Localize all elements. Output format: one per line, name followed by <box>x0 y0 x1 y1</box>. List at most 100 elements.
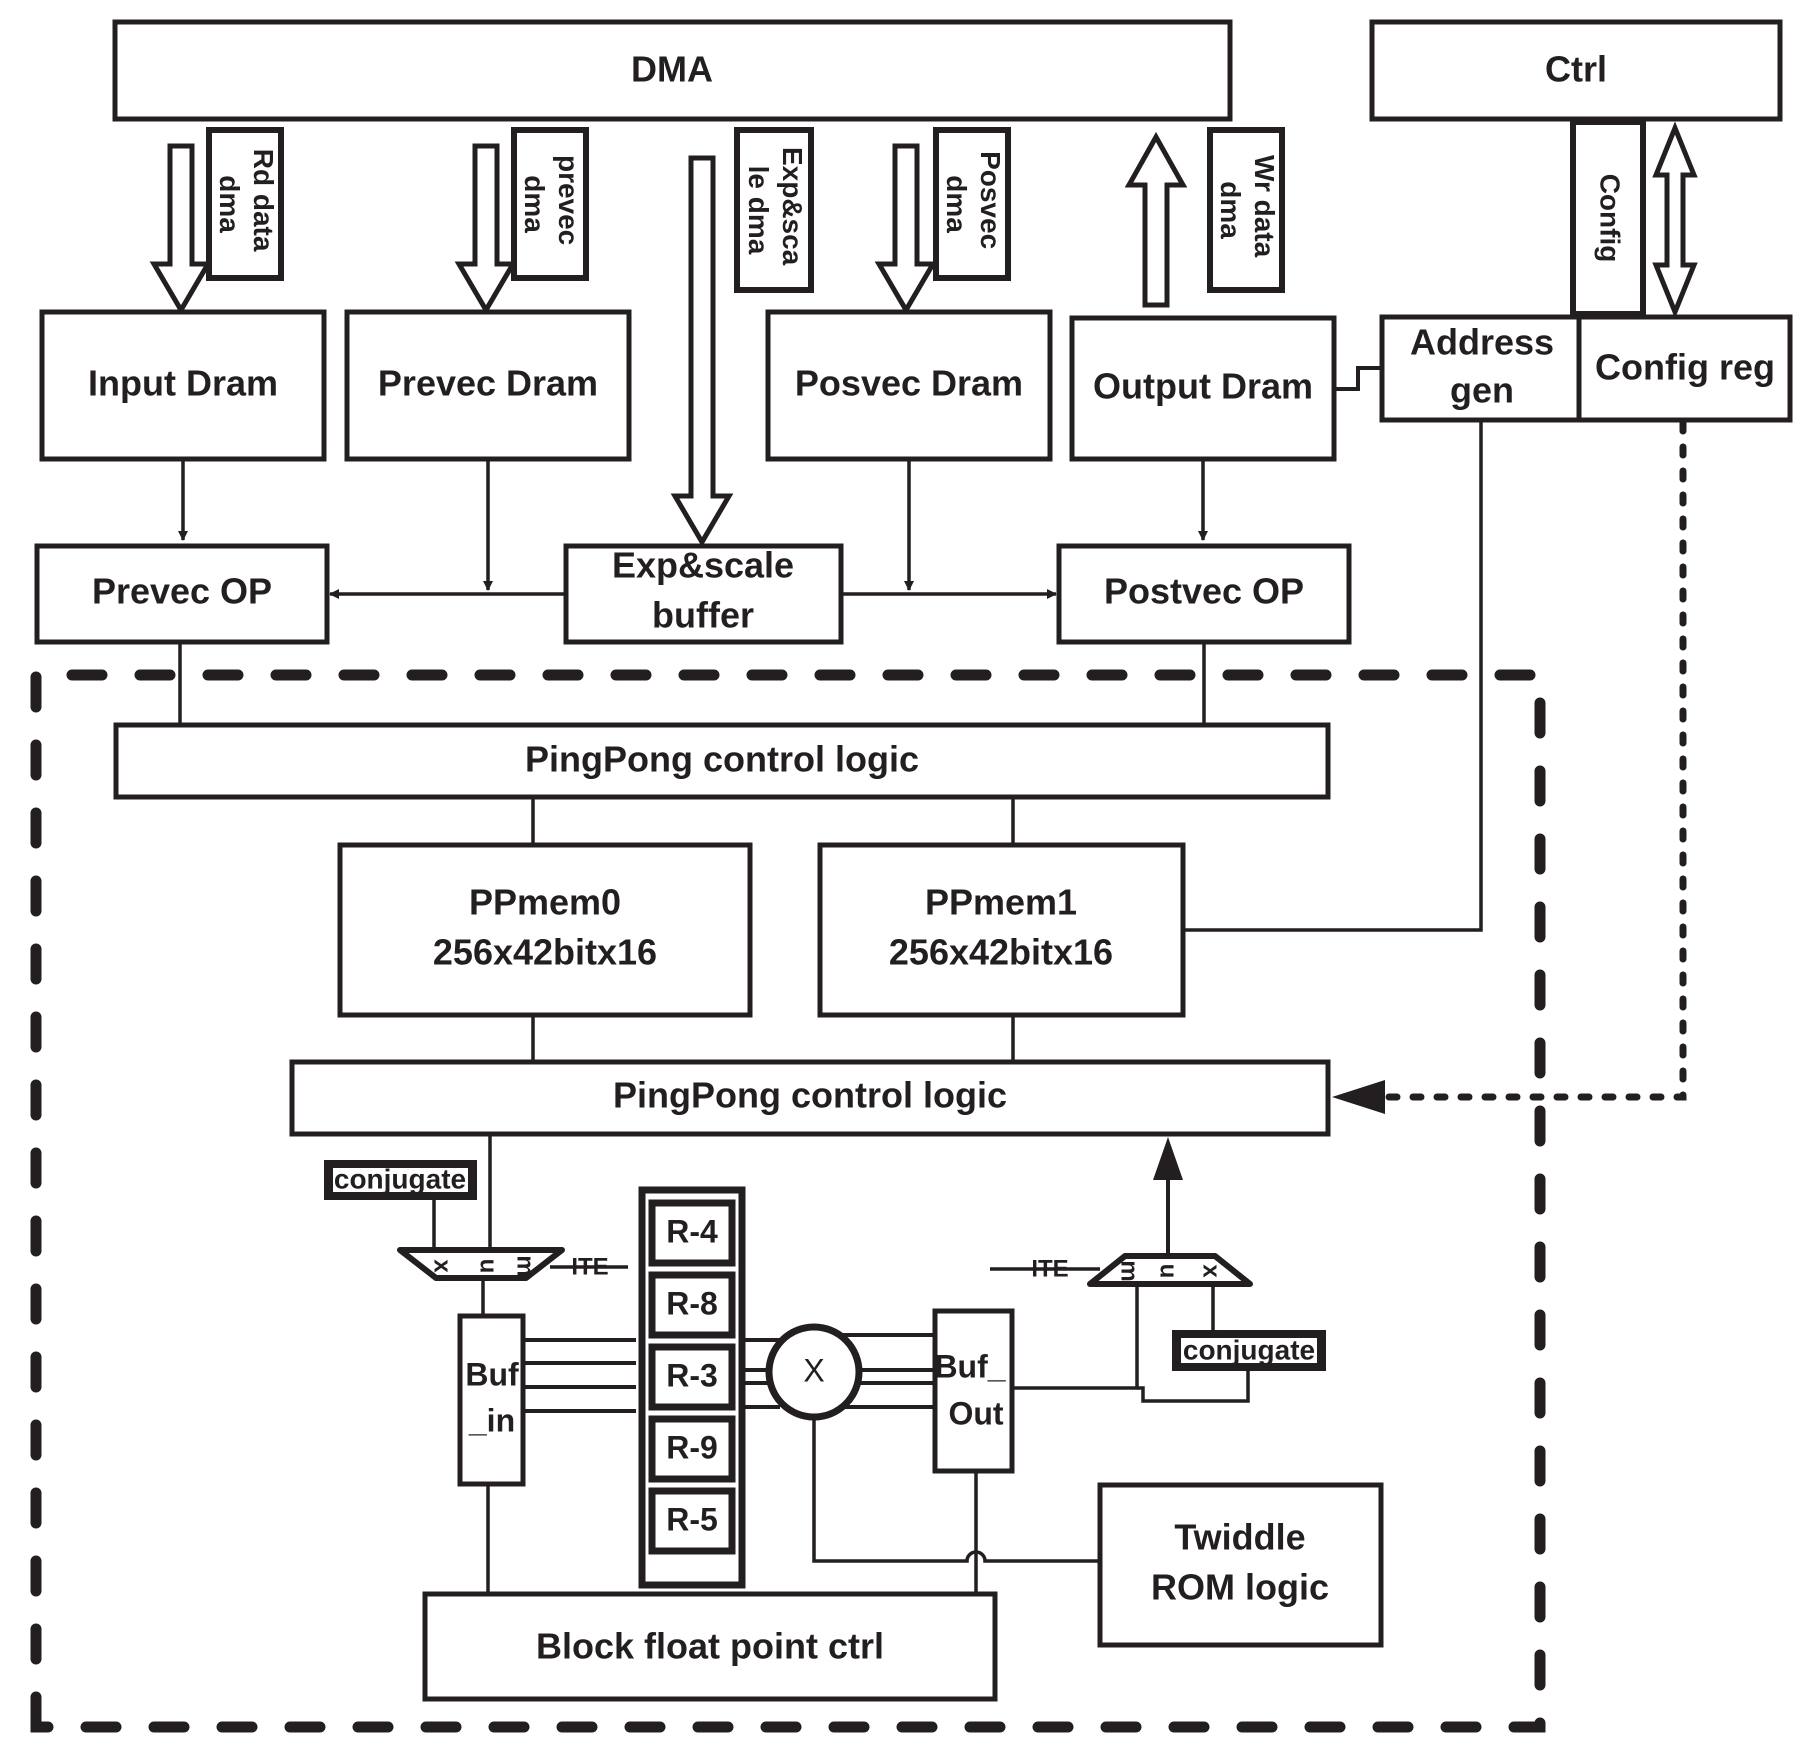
twiddle-line1: Twiddle <box>1174 1517 1305 1558</box>
prevec-dma-tag: prevec dma <box>511 127 589 281</box>
address-gen-line2: gen <box>1450 370 1514 411</box>
pingpong-top-block: PingPong control logic <box>113 722 1331 800</box>
svg-text:Posvec dma: Posvec dma <box>941 151 1006 257</box>
expscale-buffer-line1: Exp&scale <box>612 545 794 586</box>
expscale-buffer-line2: buffer <box>652 595 754 636</box>
radix-unit: R-8 <box>648 1271 736 1339</box>
dma-label: DMA <box>631 49 713 90</box>
ppmem1-line2: 256x42bitx16 <box>889 932 1113 973</box>
dma-block: DMA <box>112 19 1233 122</box>
block-float-point-ctrl-block: Block float point ctrl <box>422 1591 998 1702</box>
buf-in-line2: _in <box>468 1402 515 1438</box>
left-mux-x: x <box>429 1259 456 1273</box>
twiddle-line2: ROM logic <box>1151 1567 1329 1608</box>
radix-unit: R-4 <box>648 1199 736 1267</box>
pingpong-bottom-label: PingPong control logic <box>613 1075 1007 1116</box>
conjugate-left-tag: conjugate <box>324 1160 477 1200</box>
ppmem0-line1: PPmem0 <box>469 882 621 923</box>
left-mux-u: u <box>475 1259 502 1274</box>
rd-data-arrow-icon <box>149 143 213 315</box>
wr-data-arrow-icon <box>1124 131 1188 308</box>
ite-right-label: ITE <box>1031 1255 1068 1282</box>
conjugate-left-label: conjugate <box>334 1163 466 1194</box>
radix-to-multiplier-wires <box>742 1338 780 1409</box>
expscale-dma-tag: Exp&sca le dma <box>734 127 814 293</box>
right-mux-icon <box>1087 1253 1253 1287</box>
multiplier-block: X <box>765 1323 863 1421</box>
input-dram-block: Input Dram <box>39 309 327 462</box>
conjugate-right-loop-wire <box>1137 1368 1250 1403</box>
twiddle-rom-block: Twiddle ROM logic <box>1097 1482 1384 1648</box>
buf-out-block: Buf_ Out <box>932 1308 1015 1474</box>
radix-unit: R-9 <box>648 1415 736 1483</box>
address-gen-to-ppmem1-wire <box>1183 420 1483 932</box>
radix-r4-label: R-4 <box>666 1213 718 1249</box>
buf-out-to-right-mux-wire <box>1012 1284 1139 1390</box>
radix-units: R-4 R-8 R-3 R-9 R-5 <box>648 1199 736 1555</box>
pingpong-top-label: PingPong control logic <box>525 739 919 780</box>
ctrl-label: Ctrl <box>1545 49 1607 90</box>
posvec-dma-tag: Posvec dma <box>933 127 1011 281</box>
config-reg-arrowhead-icon <box>1332 1080 1385 1114</box>
output-dram-label: Output Dram <box>1093 366 1313 407</box>
right-mux-u: u <box>1155 1264 1182 1279</box>
posvec-dma-line2: dma <box>941 175 972 233</box>
buf-in-to-radix-wires <box>523 1338 636 1413</box>
svg-text:Exp&sca le dma: Exp&sca le dma <box>743 147 808 273</box>
prevec-dram-label: Prevec Dram <box>378 363 598 404</box>
postvec-op-label: Postvec OP <box>1104 571 1304 612</box>
output-dram-block: Output Dram <box>1069 315 1337 462</box>
ppmem1-line1: PPmem1 <box>925 882 1077 923</box>
radix-r5-label: R-5 <box>666 1501 718 1537</box>
left-mux-m: m <box>512 1255 539 1276</box>
expscale-dma-line1: Exp&sca <box>777 147 808 266</box>
ppmem0-block: PPmem0 256x42bitx16 <box>337 842 753 1018</box>
posvec-dma-line1: Posvec <box>975 151 1006 249</box>
prevec-op-label: Prevec OP <box>92 571 272 612</box>
right-mux-arrowhead-icon <box>1153 1137 1183 1180</box>
svg-text:Rd data dma: Rd data dma <box>214 149 279 259</box>
address-gen-block: Address gen <box>1379 314 1582 423</box>
block-float-label: Block float point ctrl <box>536 1626 884 1667</box>
prevec-dma-line1: prevec <box>553 155 584 245</box>
config-bidirectional-arrow-icon <box>1652 121 1698 319</box>
buf-out-line2: Out <box>948 1395 1003 1431</box>
radix-unit: R-5 <box>648 1487 736 1555</box>
multiplier-icon: X <box>803 1352 824 1388</box>
expscale-arrow-icon <box>670 155 734 547</box>
svg-text:Wr data dma: Wr data dma <box>1215 155 1280 265</box>
radix-unit: R-3 <box>648 1343 736 1411</box>
rd-data-line1: Rd data <box>248 149 279 252</box>
config-reg-block: Config reg <box>1576 314 1793 423</box>
radix-r3-label: R-3 <box>666 1357 718 1393</box>
wr-data-line2: dma <box>1215 181 1246 239</box>
posvec-dram-label: Posvec Dram <box>795 363 1023 404</box>
expscale-buffer-block: Exp&scale buffer <box>563 543 844 645</box>
expscale-dma-line2: le dma <box>743 166 774 255</box>
right-mux-m: m <box>1116 1260 1143 1281</box>
wr-data-line1: Wr data <box>1249 155 1280 258</box>
buf-in-line1: Buf <box>465 1356 519 1392</box>
radix-r8-label: R-8 <box>666 1285 718 1321</box>
wr-data-dma-tag: Wr data dma <box>1207 127 1285 293</box>
output-dram-to-address-gen-wire <box>1334 366 1382 391</box>
buf-in-block: Buf _in <box>457 1313 526 1487</box>
prevec-dma-line2: dma <box>519 175 550 233</box>
right-mux-x: x <box>1198 1264 1225 1278</box>
config-tag: Config <box>1570 119 1646 317</box>
ppmem0-line2: 256x42bitx16 <box>433 932 657 973</box>
radix-r9-label: R-9 <box>666 1429 718 1465</box>
buf-out-line1: Buf_ <box>934 1348 1006 1384</box>
rd-data-line2: dma <box>214 175 245 233</box>
conjugate-right-label: conjugate <box>1183 1334 1315 1365</box>
left-mux-icon <box>397 1247 565 1281</box>
postvec-op-block: Postvec OP <box>1056 543 1352 645</box>
posvec-arrow-icon <box>874 143 938 315</box>
prevec-arrow-icon <box>454 143 518 315</box>
config-reg-dotted-wire <box>1381 419 1687 1101</box>
prevec-op-block: Prevec OP <box>34 543 330 645</box>
prevec-dram-block: Prevec Dram <box>344 309 632 462</box>
ctrl-block: Ctrl <box>1369 19 1783 122</box>
rd-data-dma-tag: Rd data dma <box>206 127 284 281</box>
